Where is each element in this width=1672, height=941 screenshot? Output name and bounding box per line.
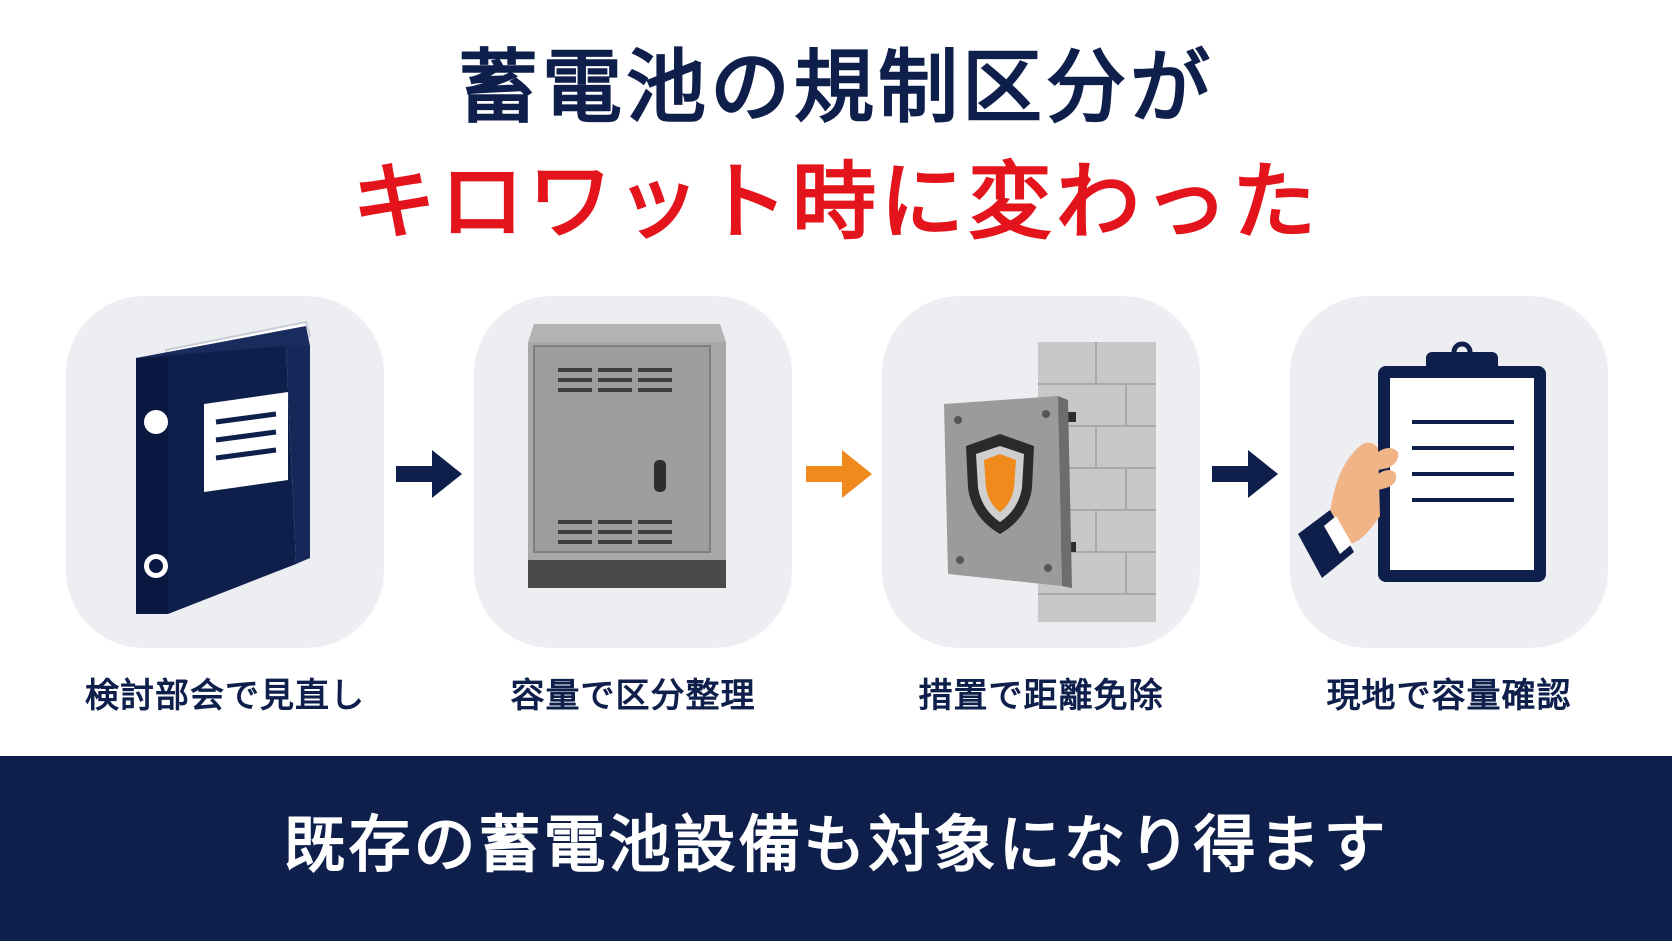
step-label-onsite: 現地で容量確認 xyxy=(1326,676,1572,716)
step-label-review: 検討部会で見直し xyxy=(85,676,365,716)
headline-line-1: 蓄電池の規制区分が xyxy=(458,41,1214,134)
headline-line-2: キロワット時に変わった xyxy=(351,153,1320,251)
arrow-right-icon xyxy=(1212,448,1282,504)
binder-icon xyxy=(136,320,312,614)
arrow-right-icon xyxy=(806,448,876,504)
shield-wall-icon xyxy=(944,342,1156,622)
clipboard-icon xyxy=(1298,341,1546,582)
step-label-distance: 措置で距離免除 xyxy=(918,676,1164,716)
footer-message: 既存の蓄電池設備も対象になり得ます xyxy=(283,808,1389,881)
step-card-onsite xyxy=(1290,296,1608,648)
cabinet-icon xyxy=(528,324,726,588)
step-label-capacity: 容量で区分整理 xyxy=(510,676,756,716)
bottom-banner: 既存の蓄電池設備も対象になり得ます xyxy=(0,756,1672,941)
step-card-distance xyxy=(882,296,1200,648)
step-card-review xyxy=(66,296,384,648)
step-card-capacity xyxy=(474,296,792,648)
arrow-right-icon xyxy=(396,448,466,504)
